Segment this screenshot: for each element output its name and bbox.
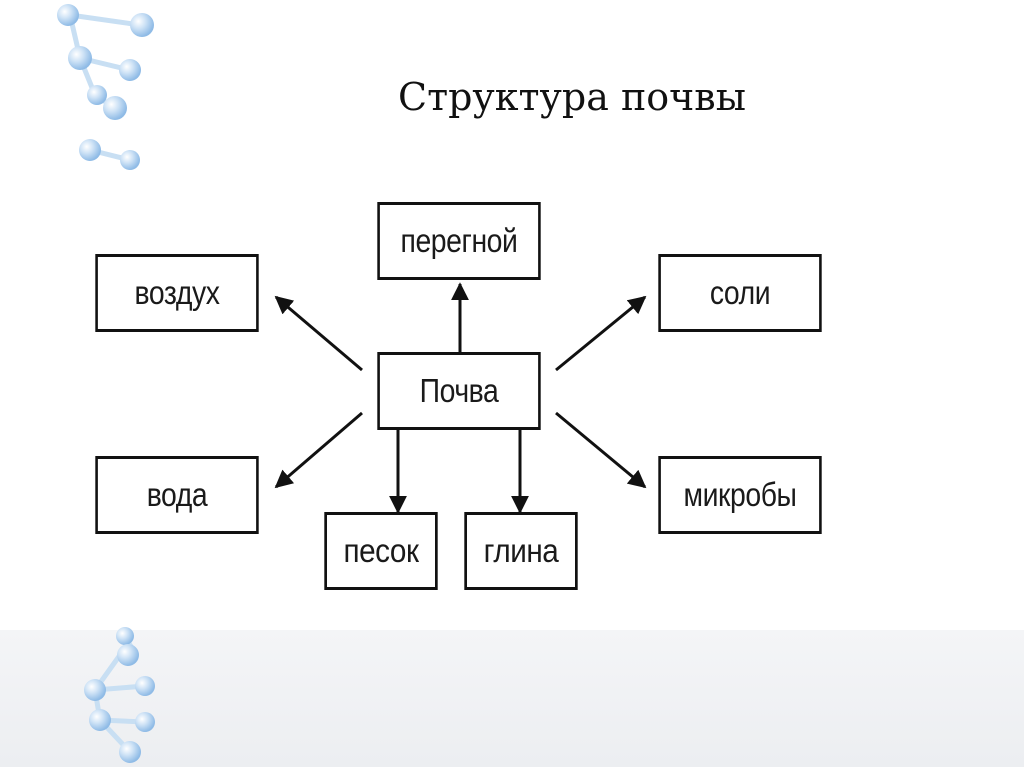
node-label: микробы (683, 476, 797, 513)
node-water: вода (95, 456, 259, 534)
node-clay: глина (464, 512, 578, 590)
slide-bottom-fade (0, 630, 1024, 767)
arrow-to-salts (555, 295, 647, 372)
dna-molecule-icon (84, 627, 155, 763)
slide-title: Структура почвы (398, 75, 746, 119)
node-label: вода (146, 476, 208, 513)
node-label: глина (483, 532, 559, 569)
arrow-to-microbes (555, 411, 647, 489)
node-air: воздух (95, 254, 259, 332)
arrow-to-water (274, 411, 363, 489)
node-microbes: микробы (658, 456, 822, 534)
node-center: Почва (377, 352, 541, 430)
dna-molecule-icon (57, 4, 154, 170)
node-label: воздух (134, 274, 220, 311)
arrow-to-air (274, 295, 363, 372)
node-label: Почва (419, 372, 499, 409)
node-humus: перегной (377, 202, 541, 280)
node-label: соли (709, 274, 771, 311)
node-label: перегной (400, 222, 518, 259)
node-sand: песок (324, 512, 438, 590)
node-salts: соли (658, 254, 822, 332)
node-label: песок (343, 532, 419, 569)
